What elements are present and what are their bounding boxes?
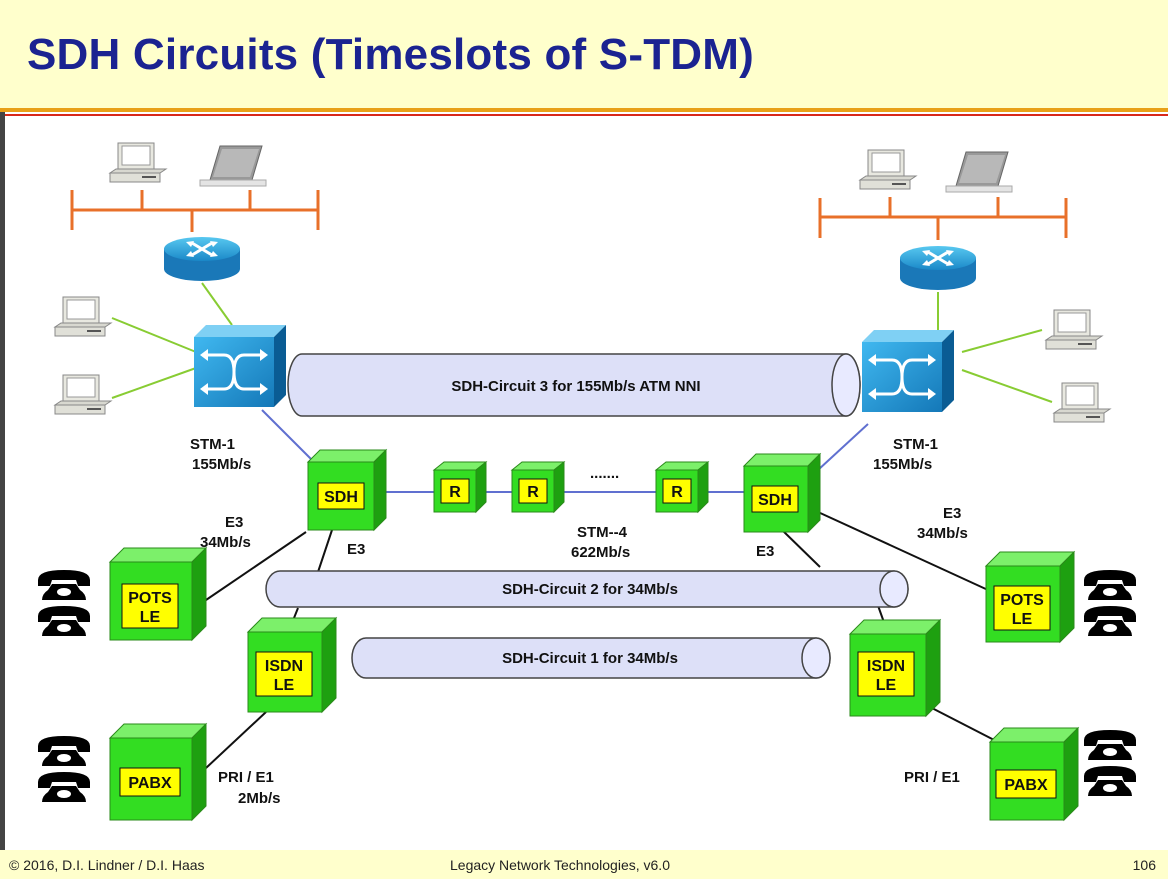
regenerator-2: R bbox=[510, 460, 566, 514]
telephone-icon bbox=[1084, 606, 1136, 636]
stm4-label: STM--4 bbox=[577, 524, 628, 541]
pabx-right: PABX bbox=[988, 726, 1080, 822]
circuit-1-label: SDH-Circuit 1 for 34Mb/s bbox=[502, 650, 678, 667]
e3-left-label: E3 bbox=[225, 514, 243, 531]
stm1-left-rate: 155Mb/s bbox=[192, 456, 251, 473]
regenerator-label: R bbox=[671, 484, 683, 501]
circuit-3-cylinder: SDH-Circuit 3 for 155Mb/s ATM NNI bbox=[287, 353, 861, 417]
isdn-le-label: LE bbox=[274, 677, 295, 694]
isdn-le-label: LE bbox=[876, 677, 897, 694]
telephone-icon bbox=[1084, 730, 1136, 760]
isdn-label: ISDN bbox=[265, 658, 303, 675]
pots-label: POTS bbox=[1000, 592, 1044, 609]
telephone-icon bbox=[38, 606, 90, 636]
pc-icon bbox=[109, 142, 167, 183]
atm-switch-icon bbox=[192, 323, 288, 409]
pc-icon bbox=[54, 296, 112, 337]
ethernet-segment-left bbox=[70, 190, 320, 232]
sdh-left-label: SDH bbox=[324, 489, 358, 506]
pots-le-label: LE bbox=[140, 609, 161, 626]
stm1-left-label: STM-1 bbox=[190, 436, 235, 453]
circuit-3-label: SDH-Circuit 3 for 155Mb/s ATM NNI bbox=[451, 378, 700, 395]
isdn-le-left: ISDN LE bbox=[246, 616, 338, 714]
pots-le-right: POTS LE bbox=[984, 550, 1076, 644]
telephone-icon bbox=[38, 772, 90, 802]
e3-left-rate: 34Mb/s bbox=[200, 534, 251, 551]
sdh-right-label: SDH bbox=[758, 492, 792, 509]
e3-mid-left-label: E3 bbox=[347, 541, 365, 558]
e3-right-rate: 34Mb/s bbox=[917, 525, 968, 542]
stm1-right-label: STM-1 bbox=[893, 436, 938, 453]
regenerator-3: R bbox=[654, 460, 710, 514]
router-icon bbox=[898, 244, 978, 292]
atm-switch-icon bbox=[860, 328, 956, 414]
pabx-label: PABX bbox=[128, 775, 172, 792]
pri-right-label: PRI / E1 bbox=[904, 769, 960, 786]
e3-mid-right-label: E3 bbox=[756, 543, 774, 560]
sdh-node-left: SDH bbox=[306, 448, 388, 532]
regenerator-label: R bbox=[449, 484, 461, 501]
stm4-rate: 622Mb/s bbox=[571, 544, 630, 561]
pots-label: POTS bbox=[128, 590, 172, 607]
title-bar: SDH Circuits (Timeslots of S-TDM) bbox=[0, 0, 1168, 116]
pc-icon bbox=[859, 149, 917, 190]
regenerator-dots: ....... bbox=[590, 465, 619, 482]
links bbox=[70, 190, 1068, 769]
circuit-2-cylinder: SDH-Circuit 2 for 34Mb/s bbox=[265, 570, 909, 608]
pabx-left: PABX bbox=[108, 722, 208, 822]
pc-icon bbox=[1053, 382, 1111, 423]
telephone-icon bbox=[1084, 766, 1136, 796]
pri-left-label: PRI / E1 bbox=[218, 769, 274, 786]
pots-le-left: POTS LE bbox=[108, 546, 208, 642]
telephone-icon bbox=[38, 570, 90, 600]
pc-icon bbox=[54, 374, 112, 415]
isdn-le-right: ISDN LE bbox=[848, 618, 942, 718]
slide-left-border bbox=[0, 112, 5, 850]
telephone-icon bbox=[1084, 570, 1136, 600]
pots-le-label: LE bbox=[1012, 611, 1033, 628]
sdh-node-right: SDH bbox=[742, 452, 822, 534]
laptop-icon bbox=[199, 145, 267, 187]
isdn-label: ISDN bbox=[867, 658, 905, 675]
pc-icon bbox=[1045, 309, 1103, 350]
regenerator-1: R bbox=[432, 460, 488, 514]
page-number: 106 bbox=[1132, 857, 1156, 873]
router-icon bbox=[162, 235, 242, 283]
laptop-icon bbox=[945, 151, 1013, 193]
e3-right-label: E3 bbox=[943, 505, 961, 522]
circuit-1-cylinder: SDH-Circuit 1 for 34Mb/s bbox=[351, 637, 831, 679]
footer-copyright: © 2016, D.I. Lindner / D.I. Haas bbox=[9, 857, 205, 873]
pri-left-rate: 2Mb/s bbox=[238, 790, 281, 807]
ethernet-segment-right bbox=[818, 197, 1068, 240]
telephone-icon bbox=[38, 736, 90, 766]
footer-course-title: Legacy Network Technologies, v6.0 bbox=[450, 857, 670, 873]
regenerator-label: R bbox=[527, 484, 539, 501]
footer: © 2016, D.I. Lindner / D.I. Haas Legacy … bbox=[0, 850, 1168, 879]
pabx-label: PABX bbox=[1004, 777, 1048, 794]
stm1-right-rate: 155Mb/s bbox=[873, 456, 932, 473]
page-title: SDH Circuits (Timeslots of S-TDM) bbox=[27, 30, 754, 79]
circuit-2-label: SDH-Circuit 2 for 34Mb/s bbox=[502, 581, 678, 598]
